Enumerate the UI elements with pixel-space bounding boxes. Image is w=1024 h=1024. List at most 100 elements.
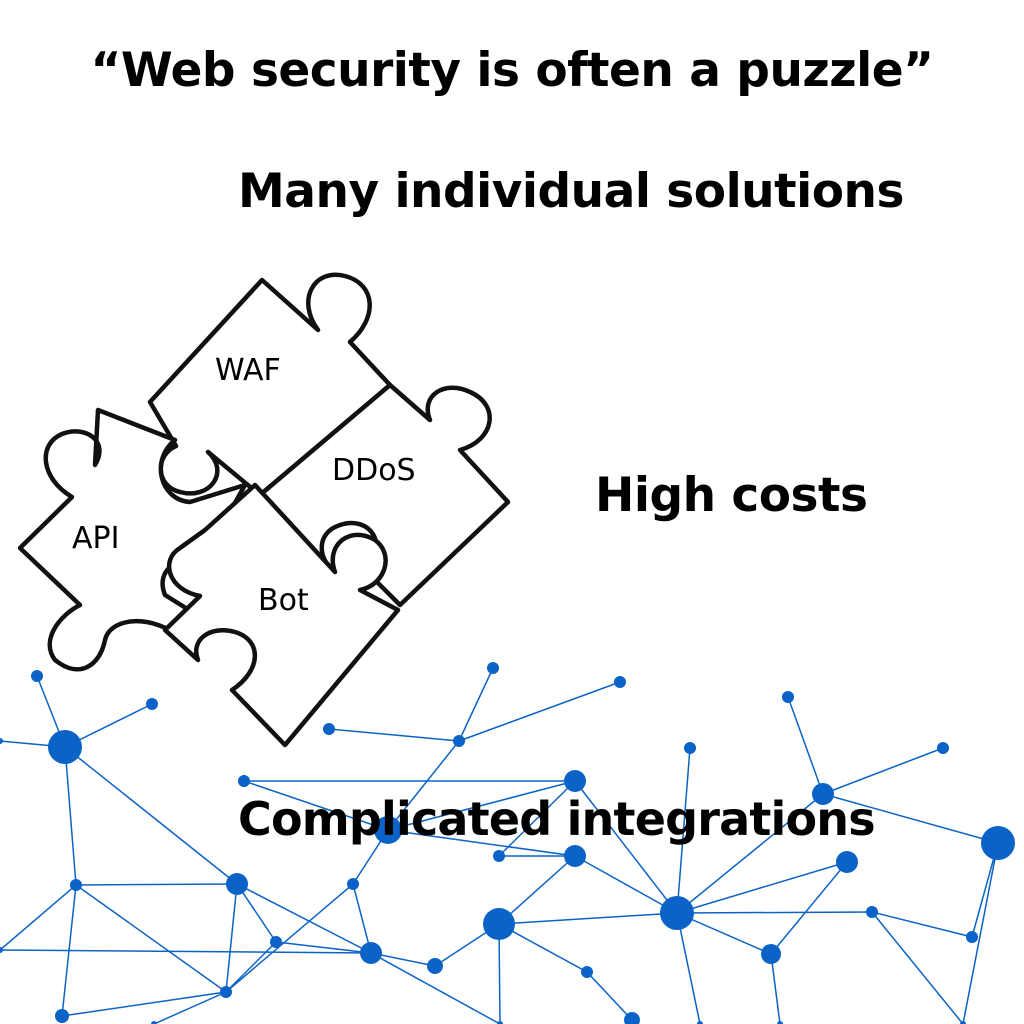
- network-node: [981, 826, 1015, 860]
- network-node: [812, 783, 834, 805]
- network-edge: [370, 952, 501, 1024]
- network-edge: [962, 842, 999, 1024]
- network-edge: [0, 884, 77, 951]
- network-edge: [64, 746, 238, 885]
- network-node: [497, 1021, 503, 1024]
- network-node: [220, 986, 232, 998]
- network-edge: [871, 911, 973, 938]
- network-edge: [0, 949, 372, 954]
- network-node: [782, 691, 794, 703]
- heading-complicated-integrations: Complicated integrations: [238, 792, 876, 846]
- network-edge: [676, 911, 873, 914]
- network-node: [761, 944, 781, 964]
- network-node: [493, 850, 505, 862]
- network-node: [31, 670, 43, 682]
- network-edge: [387, 829, 576, 857]
- network-node: [614, 676, 626, 688]
- network-node: [960, 1021, 966, 1024]
- network-lines: [0, 667, 999, 1024]
- network-edge: [498, 855, 576, 925]
- network-edge: [498, 912, 678, 925]
- network-node: [777, 1021, 783, 1024]
- network-edge: [676, 912, 772, 955]
- network-edge: [574, 780, 678, 914]
- network-node: [487, 662, 499, 674]
- network-node: [226, 873, 248, 895]
- network-edge: [822, 747, 944, 795]
- network-edge: [498, 923, 588, 973]
- network-node: [581, 966, 593, 978]
- network-edge: [64, 746, 77, 886]
- network-edge: [676, 747, 691, 914]
- network-edge: [243, 780, 389, 831]
- heading-high-costs: High costs: [595, 468, 868, 523]
- puzzle-label-waf: WAF: [215, 353, 281, 388]
- network-node: [270, 936, 282, 948]
- network-node: [427, 958, 443, 974]
- network-node: [697, 1021, 703, 1024]
- puzzle-piece-waf: [147, 272, 393, 498]
- network-edge: [676, 861, 848, 914]
- puzzle-piece-bot: [162, 482, 401, 748]
- network-edge: [352, 883, 372, 954]
- network-node: [564, 845, 586, 867]
- network-node: [660, 896, 694, 930]
- puzzle-label-ddos: DDoS: [332, 453, 416, 488]
- network-edge: [236, 883, 372, 954]
- network-node: [624, 1012, 640, 1024]
- network-edge: [586, 971, 633, 1021]
- network-edge: [822, 793, 999, 844]
- network-edge: [676, 912, 701, 1024]
- network-node: [0, 947, 3, 953]
- network-node: [55, 1009, 69, 1023]
- network-node: [684, 742, 696, 754]
- page-title: “Web security is often a puzzle”: [90, 43, 935, 98]
- network-node: [836, 851, 858, 873]
- network-node: [70, 879, 82, 891]
- heading-many-solutions: Many individual solutions: [238, 164, 904, 219]
- network-node: [0, 738, 3, 744]
- network-edge: [75, 883, 238, 886]
- network-node: [453, 735, 465, 747]
- puzzle-label-bot: Bot: [258, 583, 309, 618]
- network-edge: [328, 728, 460, 742]
- network-edge: [787, 696, 824, 795]
- network-edge: [387, 780, 576, 831]
- network-node: [866, 906, 878, 918]
- network-edge: [75, 884, 227, 993]
- network-edge: [225, 941, 277, 993]
- network-edge: [61, 991, 227, 1017]
- network-edge: [498, 780, 576, 857]
- network-node: [483, 908, 515, 940]
- puzzle-label-api: API: [72, 521, 119, 556]
- network-edge: [236, 883, 277, 943]
- network-edge: [871, 911, 964, 1024]
- network-edge: [574, 855, 678, 914]
- network-edge: [770, 861, 848, 955]
- network-edge: [458, 681, 621, 742]
- network-edge: [225, 883, 238, 993]
- network-node: [966, 931, 978, 943]
- network-node: [323, 723, 335, 735]
- network-edge: [225, 883, 354, 993]
- network-edge: [676, 793, 824, 914]
- network-edge: [498, 923, 501, 1024]
- network-node: [347, 878, 359, 890]
- network-node: [48, 730, 82, 764]
- network-edge: [458, 667, 494, 742]
- network-edge: [387, 740, 460, 831]
- network-node: [238, 775, 250, 787]
- network-node: [146, 698, 158, 710]
- puzzle-piece-ddos: [257, 382, 511, 608]
- network-node: [564, 770, 586, 792]
- network-node: [151, 1021, 157, 1024]
- network-node: [374, 816, 402, 844]
- network-nodes: [0, 662, 1015, 1024]
- network-edge: [275, 941, 372, 954]
- network-edge: [153, 991, 227, 1024]
- network-node: [937, 742, 949, 754]
- network-edge: [770, 953, 781, 1024]
